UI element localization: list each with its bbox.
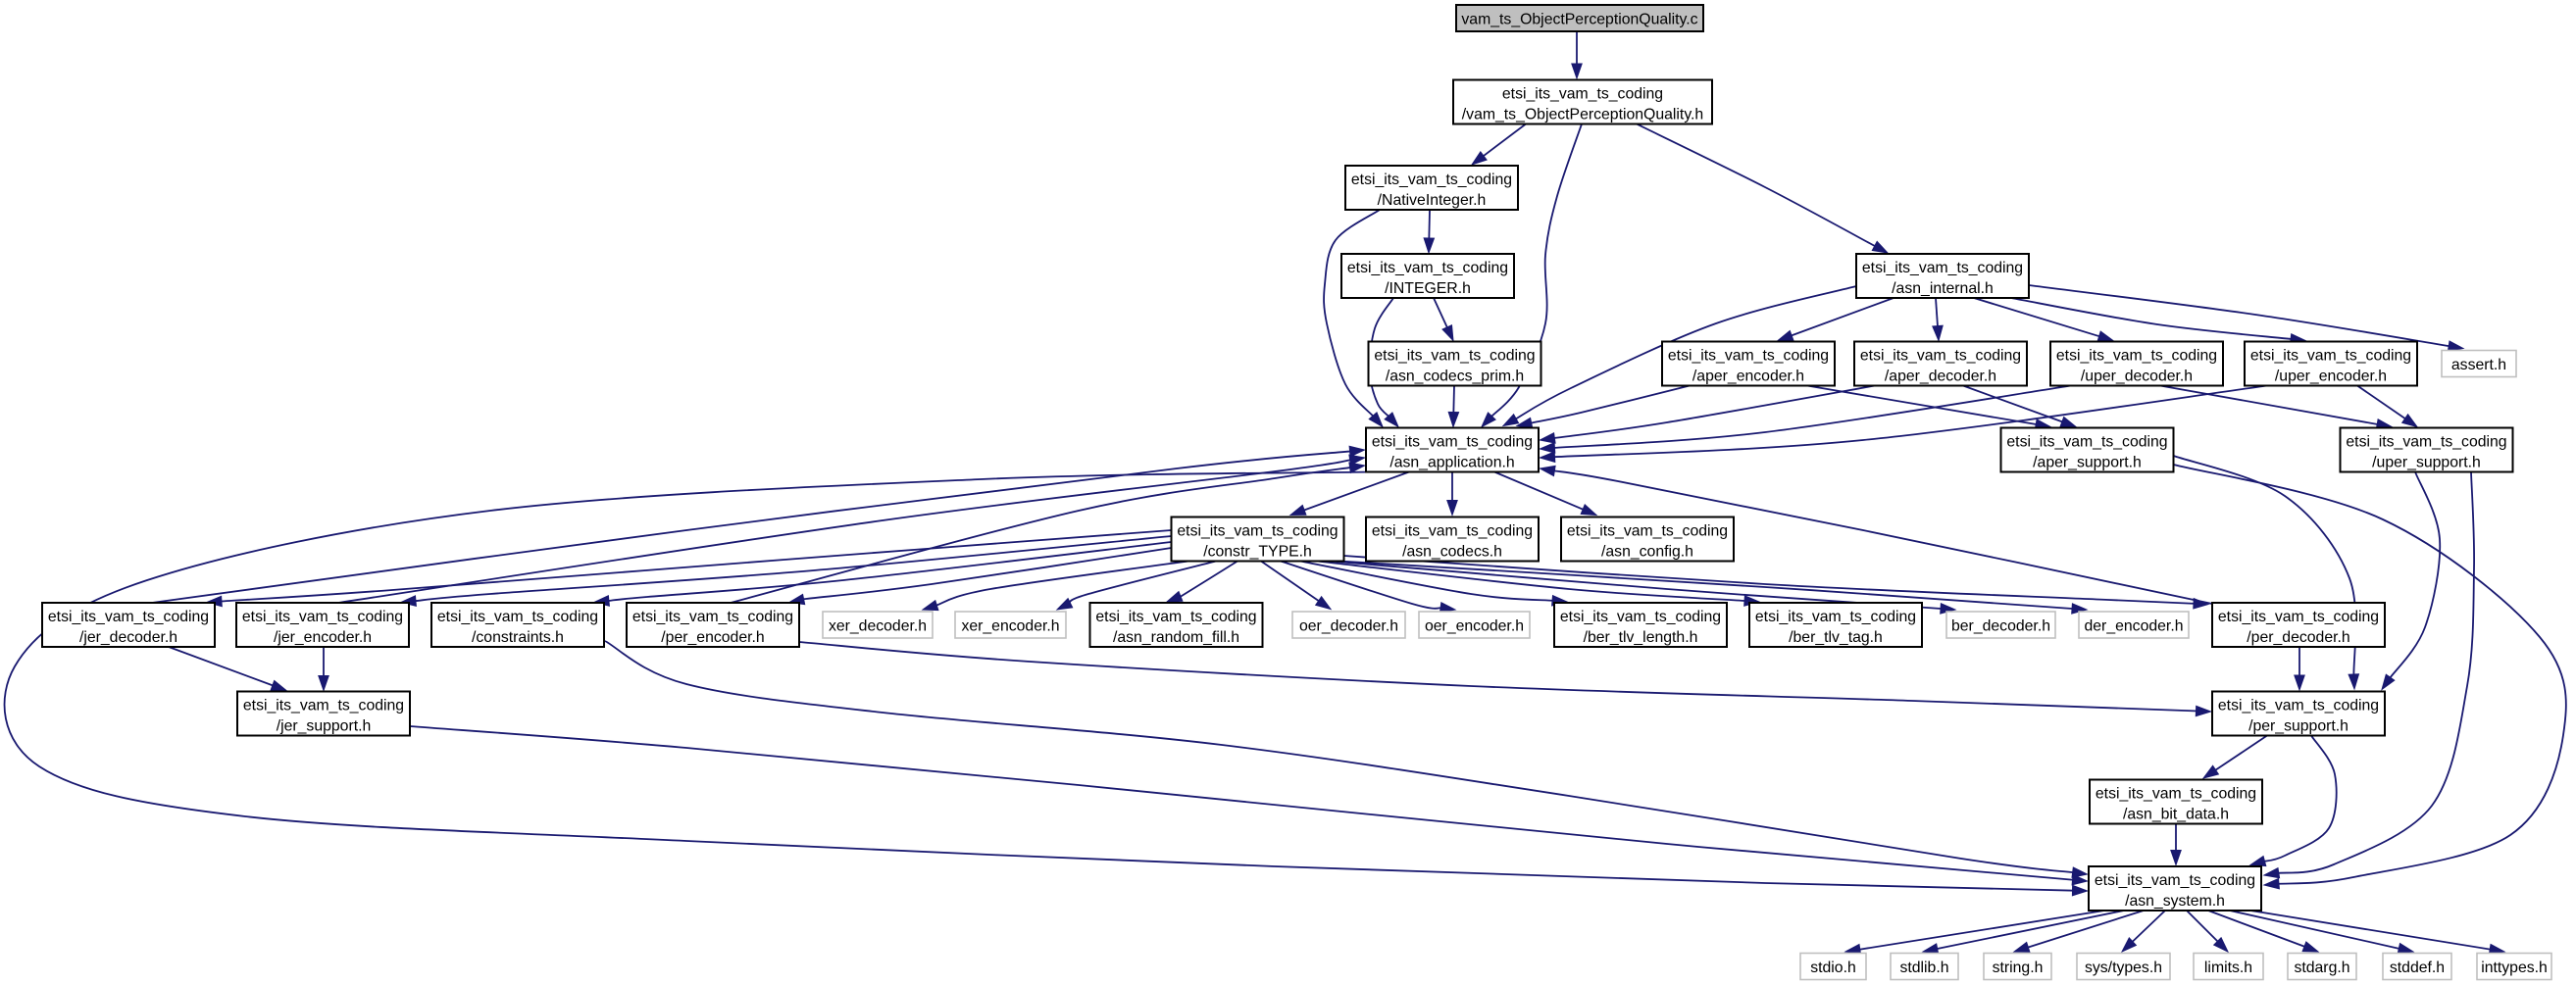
svg-text:assert.h: assert.h <box>2451 357 2506 373</box>
svg-text:etsi_its_vam_ts_coding: etsi_its_vam_ts_coding <box>1860 348 2021 365</box>
svg-text:etsi_its_vam_ts_coding: etsi_its_vam_ts_coding <box>1372 523 1533 540</box>
svg-text:/jer_support.h: /jer_support.h <box>277 717 372 734</box>
svg-text:stddef.h: stddef.h <box>2390 960 2445 976</box>
svg-text:/aper_encoder.h: /aper_encoder.h <box>1692 368 1804 384</box>
svg-text:/asn_config.h: /asn_config.h <box>1601 543 1693 560</box>
svg-text:/uper_support.h: /uper_support.h <box>2372 454 2481 470</box>
svg-text:etsi_its_vam_ts_coding: etsi_its_vam_ts_coding <box>1372 434 1533 451</box>
svg-text:/asn_bit_data.h: /asn_bit_data.h <box>2123 806 2229 822</box>
svg-text:etsi_its_vam_ts_coding: etsi_its_vam_ts_coding <box>1755 609 1916 625</box>
svg-text:etsi_its_vam_ts_coding: etsi_its_vam_ts_coding <box>1668 348 1829 365</box>
svg-text:etsi_its_vam_ts_coding: etsi_its_vam_ts_coding <box>1862 260 2023 276</box>
svg-text:etsi_its_vam_ts_coding: etsi_its_vam_ts_coding <box>2218 698 2379 714</box>
svg-text:/INTEGER.h: /INTEGER.h <box>1385 280 1471 297</box>
svg-text:/uper_encoder.h: /uper_encoder.h <box>2275 368 2387 384</box>
svg-text:/constr_TYPE.h: /constr_TYPE.h <box>1203 543 1312 560</box>
svg-text:etsi_its_vam_ts_coding: etsi_its_vam_ts_coding <box>1351 172 1512 188</box>
svg-text:oer_decoder.h: oer_decoder.h <box>1299 618 1398 635</box>
svg-text:/asn_application.h: /asn_application.h <box>1389 454 1514 470</box>
svg-text:etsi_its_vam_ts_coding: etsi_its_vam_ts_coding <box>1095 609 1256 625</box>
svg-text:etsi_its_vam_ts_coding: etsi_its_vam_ts_coding <box>1560 609 1721 625</box>
svg-text:etsi_its_vam_ts_coding: etsi_its_vam_ts_coding <box>2218 609 2379 625</box>
svg-text:etsi_its_vam_ts_coding: etsi_its_vam_ts_coding <box>437 609 598 625</box>
svg-text:etsi_its_vam_ts_coding: etsi_its_vam_ts_coding <box>2056 348 2217 365</box>
svg-text:/asn_codecs_prim.h: /asn_codecs_prim.h <box>1386 368 1524 384</box>
svg-text:/aper_support.h: /aper_support.h <box>2033 454 2142 470</box>
svg-text:stdlib.h: stdlib.h <box>1899 960 1948 976</box>
svg-text:/asn_internal.h: /asn_internal.h <box>1892 280 1994 297</box>
svg-text:etsi_its_vam_ts_coding: etsi_its_vam_ts_coding <box>2096 786 2256 803</box>
svg-text:etsi_its_vam_ts_coding: etsi_its_vam_ts_coding <box>1177 523 1338 540</box>
svg-text:xer_decoder.h: xer_decoder.h <box>829 618 927 635</box>
svg-text:inttypes.h: inttypes.h <box>2481 960 2548 976</box>
svg-text:etsi_its_vam_ts_coding: etsi_its_vam_ts_coding <box>242 609 403 625</box>
svg-text:/per_encoder.h: /per_encoder.h <box>661 629 764 646</box>
svg-text:xer_encoder.h: xer_encoder.h <box>961 618 1059 635</box>
svg-text:etsi_its_vam_ts_coding: etsi_its_vam_ts_coding <box>2250 348 2411 365</box>
svg-text:/asn_random_fill.h: /asn_random_fill.h <box>1113 629 1239 646</box>
svg-text:etsi_its_vam_ts_coding: etsi_its_vam_ts_coding <box>1502 86 1663 103</box>
svg-text:etsi_its_vam_ts_coding: etsi_its_vam_ts_coding <box>243 698 404 714</box>
svg-text:limits.h: limits.h <box>2204 960 2252 976</box>
svg-text:/per_decoder.h: /per_decoder.h <box>2247 629 2349 646</box>
svg-text:ber_decoder.h: ber_decoder.h <box>1951 618 2050 635</box>
svg-text:stdio.h: stdio.h <box>1810 960 1856 976</box>
svg-text:etsi_its_vam_ts_coding: etsi_its_vam_ts_coding <box>1347 260 1508 276</box>
svg-text:oer_encoder.h: oer_encoder.h <box>1425 618 1524 635</box>
svg-text:etsi_its_vam_ts_coding: etsi_its_vam_ts_coding <box>2006 434 2167 451</box>
svg-text:/asn_codecs.h: /asn_codecs.h <box>1402 543 1502 560</box>
svg-text:/NativeInteger.h: /NativeInteger.h <box>1378 192 1487 209</box>
svg-text:/vam_ts_ObjectPerceptionQualit: /vam_ts_ObjectPerceptionQuality.h <box>1462 106 1703 123</box>
svg-text:etsi_its_vam_ts_coding: etsi_its_vam_ts_coding <box>48 609 209 625</box>
svg-text:/constraints.h: /constraints.h <box>472 629 564 646</box>
svg-text:/ber_tlv_tag.h: /ber_tlv_tag.h <box>1789 629 1883 646</box>
svg-text:etsi_its_vam_ts_coding: etsi_its_vam_ts_coding <box>2346 434 2506 451</box>
svg-text:string.h: string.h <box>1993 960 2044 976</box>
svg-text:etsi_its_vam_ts_coding: etsi_its_vam_ts_coding <box>2095 872 2255 889</box>
svg-text:/aper_decoder.h: /aper_decoder.h <box>1885 368 1996 384</box>
svg-text:etsi_its_vam_ts_coding: etsi_its_vam_ts_coding <box>632 609 793 625</box>
svg-text:/per_support.h: /per_support.h <box>2248 717 2349 734</box>
svg-text:/jer_encoder.h: /jer_encoder.h <box>274 629 372 646</box>
svg-text:vam_ts_ObjectPerceptionQuality: vam_ts_ObjectPerceptionQuality.c <box>1461 12 1697 28</box>
svg-text:der_encoder.h: der_encoder.h <box>2084 618 2183 635</box>
svg-text:/ber_tlv_length.h: /ber_tlv_length.h <box>1584 629 1698 646</box>
svg-text:/uper_decoder.h: /uper_decoder.h <box>2081 368 2193 384</box>
svg-text:etsi_its_vam_ts_coding: etsi_its_vam_ts_coding <box>1567 523 1728 540</box>
svg-text:/jer_decoder.h: /jer_decoder.h <box>79 629 177 646</box>
svg-text:stdarg.h: stdarg.h <box>2294 960 2349 976</box>
svg-text:/asn_system.h: /asn_system.h <box>2125 893 2225 910</box>
svg-text:etsi_its_vam_ts_coding: etsi_its_vam_ts_coding <box>1374 348 1535 365</box>
svg-text:sys/types.h: sys/types.h <box>2085 960 2162 976</box>
